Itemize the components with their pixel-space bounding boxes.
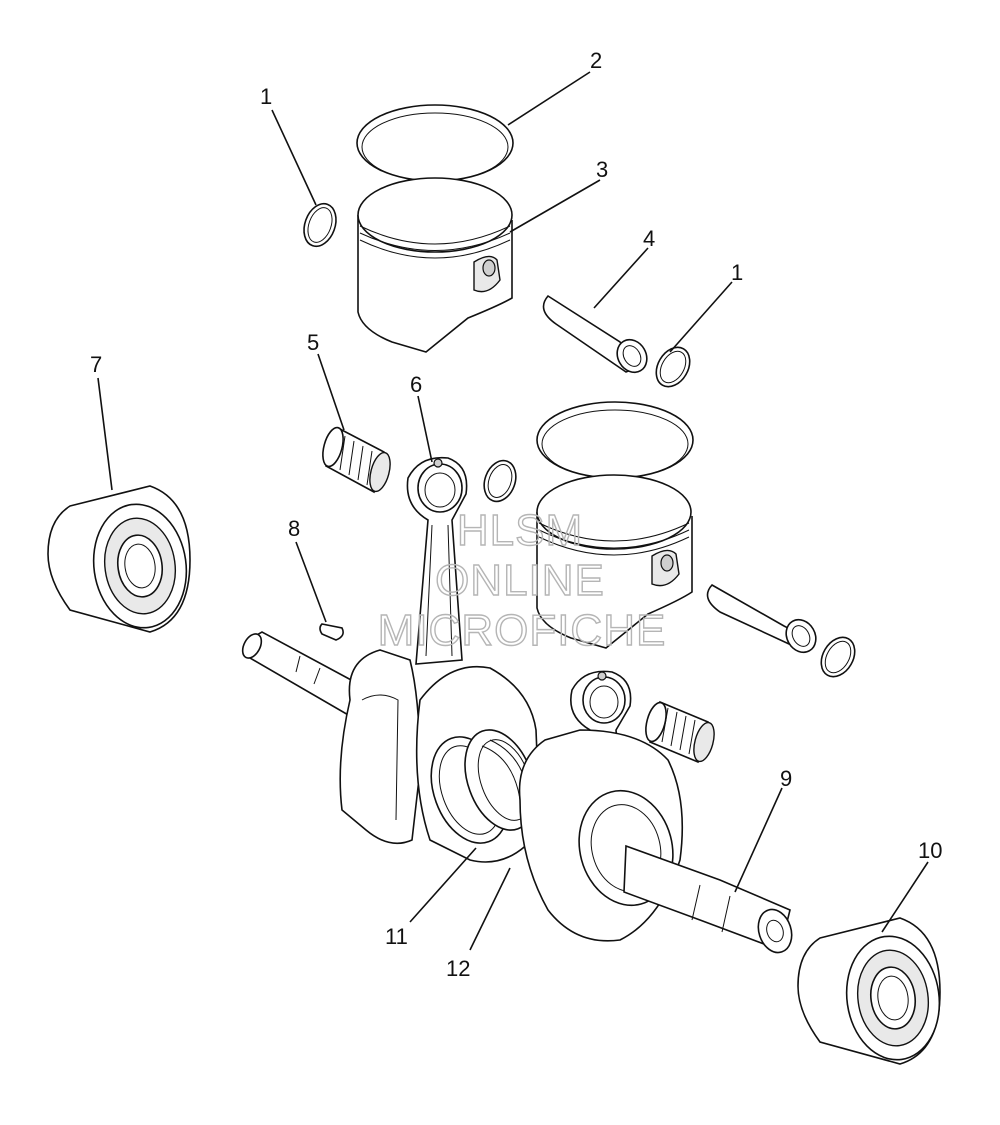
callout-6-connecting-rod: 6 xyxy=(410,372,422,397)
needle-bearing-upper[interactable] xyxy=(319,425,394,494)
callout-1-circlip: 1 xyxy=(260,84,272,109)
woodruff-key[interactable] xyxy=(319,623,344,641)
circlip-upper-right[interactable] xyxy=(650,341,697,392)
callout-7-ball-bearing: 7 xyxy=(90,352,102,377)
watermark-line-1: HLSM xyxy=(457,506,583,555)
watermark-line-2: ONLINE xyxy=(435,556,605,605)
callout-11-seal: 11 xyxy=(385,924,408,949)
leader-lines xyxy=(97,71,929,951)
watermark: HLSM ONLINE MICROFICHE xyxy=(377,505,667,655)
ball-bearing-left[interactable] xyxy=(47,485,194,634)
piston-pin-upper[interactable] xyxy=(542,294,653,378)
callout-5-needle-bearing: 5 xyxy=(307,330,319,355)
piston-ring-upper[interactable] xyxy=(356,104,514,182)
callout-1-circlip-right: 1 xyxy=(731,260,743,285)
callout-9-crankshaft-end: 9 xyxy=(780,766,792,791)
callout-3-piston: 3 xyxy=(596,157,608,182)
callout-10-ball-bearing: 10 xyxy=(918,838,942,863)
crankshaft[interactable] xyxy=(239,631,797,957)
piston-ring-lower[interactable] xyxy=(536,401,694,479)
callout-12-seal: 12 xyxy=(446,956,470,981)
ball-bearing-right[interactable] xyxy=(797,917,947,1066)
piston-upper[interactable] xyxy=(357,177,513,353)
callout-4-piston-pin: 4 xyxy=(643,226,655,251)
callout-2-piston-ring: 2 xyxy=(590,48,602,73)
callout-8-woodruff-key: 8 xyxy=(288,516,300,541)
circlip-lower-left[interactable] xyxy=(479,456,522,506)
piston-lower[interactable] xyxy=(536,474,693,649)
watermark-line-3: MICROFICHE xyxy=(378,606,667,655)
connecting-rod-left[interactable] xyxy=(406,456,468,665)
circlip-lower-right[interactable] xyxy=(815,631,862,682)
piston-pin-lower[interactable] xyxy=(706,583,822,658)
needle-bearing-lower[interactable] xyxy=(642,700,718,764)
circlip-upper-left[interactable] xyxy=(298,199,341,251)
